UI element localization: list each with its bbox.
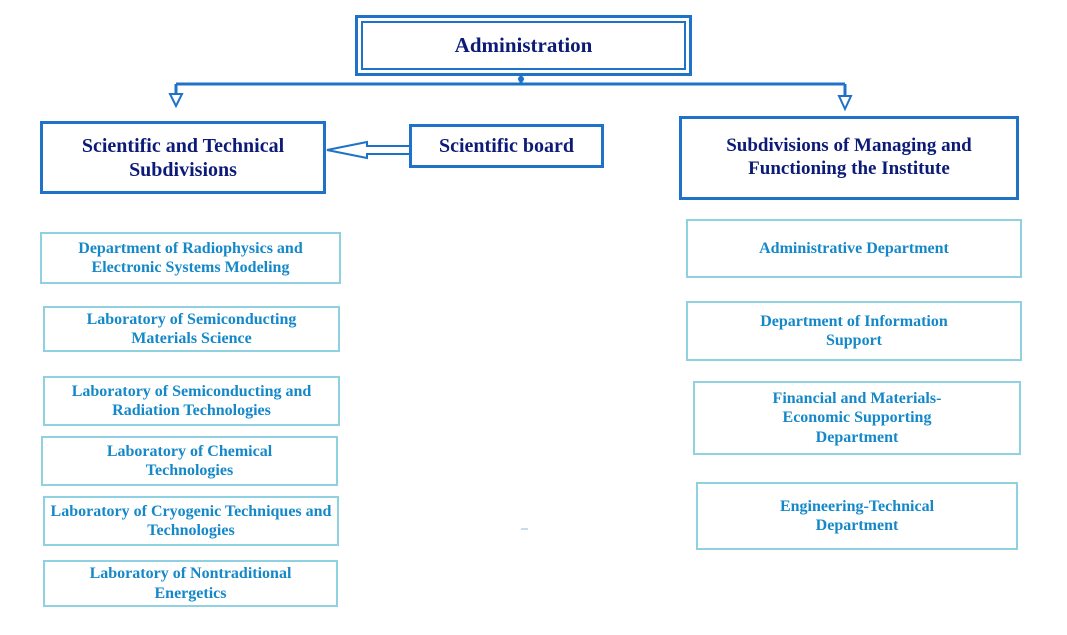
left-unit-box: Laboratory of Chemical Technologies [41,436,338,486]
right-unit-box: Department of Information Support [686,301,1022,361]
left-unit-box: Laboratory of Semiconducting Materials S… [43,306,340,352]
administration-label: Administration [361,21,686,70]
administration-box: Administration [355,15,692,76]
scientific-board-label: Scientific board [439,135,574,157]
left-unit-label: Department of Radiophysics and Electroni… [78,239,303,276]
right-unit-label: Financial and Materials-Economic Support… [772,390,942,446]
left-unit-box: Department of Radiophysics and Electroni… [40,232,341,284]
board-to-subdivisions-arrow-icon [326,140,411,160]
right-unit-box: Financial and Materials-Economic Support… [693,381,1021,455]
right-unit-box: Administrative Department [686,219,1022,278]
left-unit-label: Laboratory of Cryogenic Techniques and T… [50,502,332,539]
left-unit-box: Laboratory of Cryogenic Techniques and T… [43,496,339,546]
left-unit-box: Laboratory of Nontraditional Energetics [43,560,338,607]
left-unit-label: Laboratory of Semiconducting Materials S… [86,310,297,347]
right-unit-box: Engineering-Technical Department [696,482,1018,550]
left-unit-box: Laboratory of Semiconducting and Radiati… [43,376,340,426]
managing-functioning-box: Subdivisions of Managing and Functioning… [679,116,1019,200]
scientific-technical-label: Scientific and Technical Subdivisions [81,134,285,181]
scientific-board-box: Scientific board [409,124,604,168]
admin-stem-dot [518,76,524,82]
right-down-arrow-icon [837,95,853,112]
right-unit-label: Engineering-Technical Department [779,497,935,534]
stray-mark: – [521,521,528,536]
left-unit-label: Laboratory of Chemical Technologies [106,442,273,479]
scientific-technical-box: Scientific and Technical Subdivisions [40,121,326,194]
left-unit-label: Laboratory of Semiconducting and Radiati… [71,382,312,419]
left-unit-label: Laboratory of Nontraditional Energetics [89,565,292,602]
right-unit-label: Department of Information Support [760,312,948,349]
left-down-arrow-icon [168,93,184,109]
right-unit-label: Administrative Department [759,239,949,257]
managing-functioning-label: Subdivisions of Managing and Functioning… [726,135,972,179]
